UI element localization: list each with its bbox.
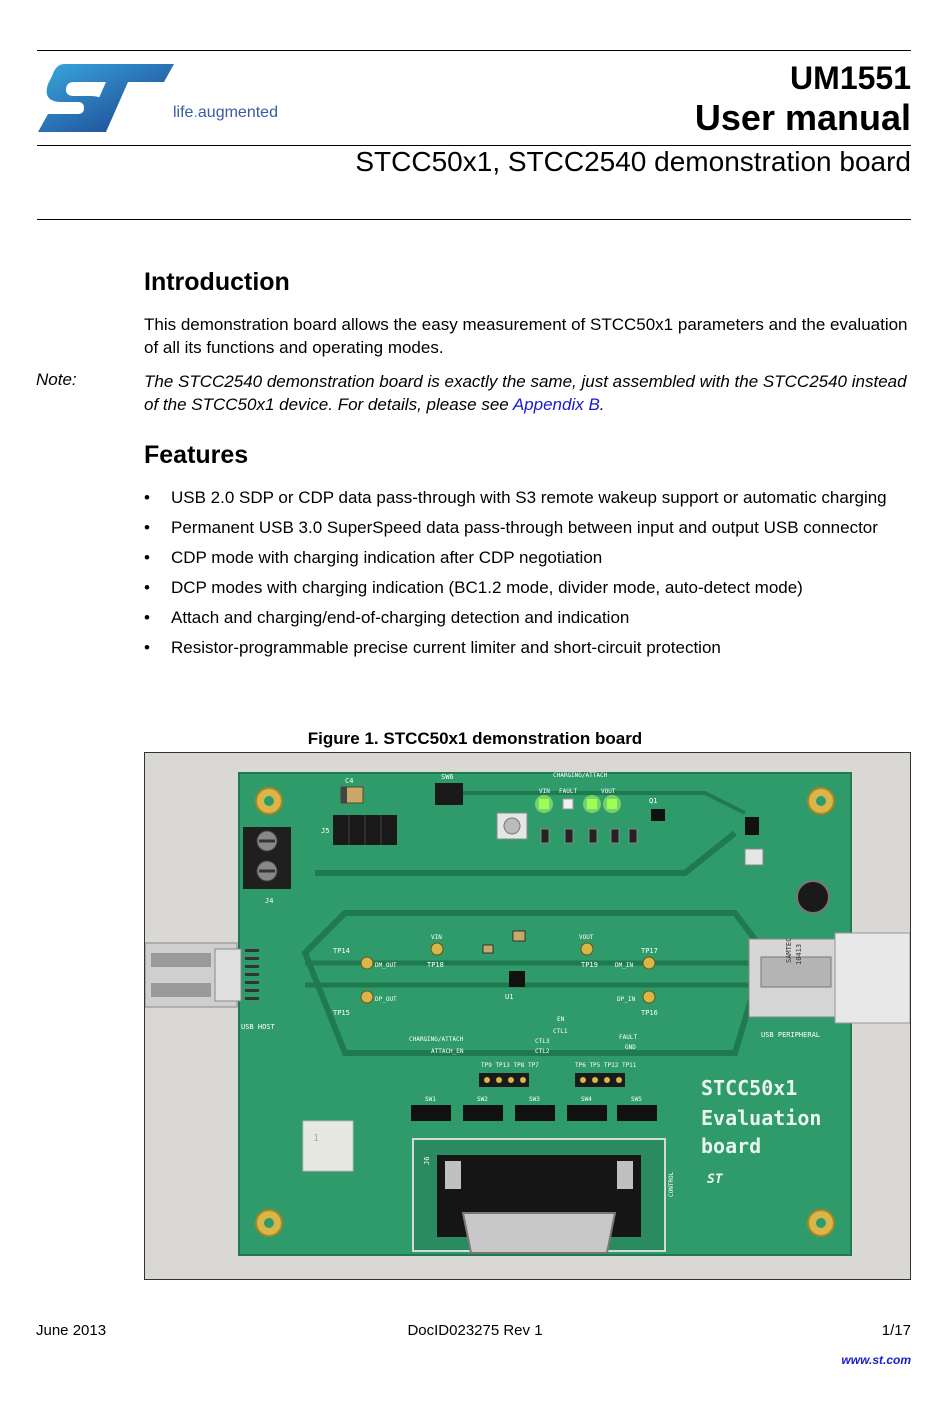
label-sw4: SW4: [581, 1096, 592, 1103]
label-en: EN: [557, 1016, 565, 1023]
footer-doc-ref: DocID023275 Rev 1: [407, 1322, 543, 1339]
label-j5: J5: [321, 827, 329, 835]
features-heading: Features: [144, 441, 249, 469]
label-tp17: TP17: [641, 947, 658, 955]
label-j4: J4: [265, 897, 273, 905]
list-item: •CDP mode with charging indication after…: [144, 548, 603, 567]
footer-website-link[interactable]: www.st.com: [841, 1353, 911, 1367]
introduction-paragraph: This demonstration board allows the easy…: [144, 315, 908, 357]
label-dm-out: DM_OUT: [375, 962, 397, 969]
label-dp-out: DP_OUT: [375, 996, 397, 1003]
label-charging-attach: CHARGING/ATTACH: [409, 1036, 464, 1043]
board-title-line-1: STCC50x1: [701, 1076, 797, 1100]
note-label: Note:: [36, 370, 77, 389]
label-fault: FAULT: [559, 788, 577, 795]
board-title-line-2: Evaluation: [701, 1106, 821, 1130]
board-st-logo: ST: [707, 1172, 724, 1187]
label-tp15: TP15: [333, 1009, 350, 1017]
label-q1: Q1: [649, 797, 657, 805]
label-vin-top: VIN: [539, 788, 550, 795]
list-item: •Permanent USB 3.0 SuperSpeed data pass-…: [144, 518, 878, 537]
subtitle-rule: [37, 219, 911, 220]
label-ctl3: CTL3: [535, 1038, 550, 1045]
top-rule: [37, 50, 911, 51]
label-sw6: SW6: [441, 773, 454, 781]
st-logo: [36, 62, 176, 139]
label-vin: VIN: [431, 934, 442, 941]
note-text: The STCC2540 demonstration board is exac…: [144, 372, 907, 414]
label-sw3: SW3: [529, 1096, 540, 1103]
footer-date: June 2013: [36, 1322, 107, 1339]
tagline: life.augmented: [173, 104, 278, 121]
label-j6: J6: [423, 1157, 431, 1165]
document-subtitle: STCC50x1, STCC2540 demonstration board: [355, 146, 911, 177]
list-item: •DCP modes with charging indication (BC1…: [144, 578, 803, 597]
label-ctl2: CTL2: [535, 1048, 550, 1055]
figure-caption: Figure 1. STCC50x1 demonstration board: [307, 729, 643, 748]
label-vout: VOUT: [579, 934, 594, 941]
label-u1: U1: [505, 993, 513, 1001]
label-charging: CHARGING/ATTACH: [553, 772, 608, 779]
label-sw1: SW1: [425, 1096, 436, 1103]
features-list: •USB 2.0 SDP or CDP data pass-through wi…: [144, 486, 910, 666]
label-fault-2: FAULT: [619, 1034, 637, 1041]
board-illustration: J4 J5 C4 SW6 CHARGING/ATTACH VIN FAULT V…: [145, 753, 910, 1279]
list-item: •Resistor-programmable precise current l…: [144, 638, 721, 657]
label-sw2: SW2: [477, 1096, 488, 1103]
board-title-line-3: board: [701, 1134, 761, 1158]
list-item: •USB 2.0 SDP or CDP data pass-through wi…: [144, 488, 887, 507]
demonstration-board-photo: J4 J5 C4 SW6 CHARGING/ATTACH VIN FAULT V…: [144, 752, 911, 1280]
st-logo-icon: [38, 64, 174, 132]
label-sw5: SW5: [631, 1096, 642, 1103]
label-attach-en: ATTACH_EN: [431, 1048, 464, 1055]
label-tp19: TP19: [581, 961, 598, 969]
footer-page-number: 1/17: [881, 1322, 911, 1339]
label-c4: C4: [345, 777, 353, 785]
appendix-b-link[interactable]: Appendix B: [512, 395, 600, 414]
label-tp14: TP14: [333, 947, 350, 955]
document-id: UM1551: [790, 60, 911, 96]
label-usb-host: USB HOST: [241, 1023, 276, 1031]
test-square-label: 1: [313, 1133, 319, 1144]
label-tp-group-left: TP9 TP13 TP8 TP7: [481, 1062, 539, 1069]
label-dm-in: DM_IN: [615, 962, 633, 969]
list-item: •Attach and charging/end-of-charging det…: [144, 608, 630, 627]
document-type: User manual: [694, 97, 911, 138]
header-rule: [37, 145, 911, 146]
label-gnd: GND: [625, 1044, 636, 1051]
label-ctl1: CTL1: [553, 1028, 568, 1035]
label-tp-group-right: TP6 TP5 TP12 TP11: [575, 1062, 637, 1069]
label-control: CONTROL: [668, 1171, 675, 1197]
label-tp18: TP18: [427, 961, 444, 969]
label-usb-peripheral: USB PERIPHERAL: [761, 1031, 820, 1039]
label-samtec: SAMTEC: [785, 938, 793, 963]
label-samtec-num: 10413: [795, 944, 803, 965]
label-tp16: TP16: [641, 1009, 658, 1017]
label-vout-top: VOUT: [601, 788, 616, 795]
introduction-heading: Introduction: [144, 268, 290, 296]
label-dp-in: DP_IN: [617, 996, 635, 1003]
